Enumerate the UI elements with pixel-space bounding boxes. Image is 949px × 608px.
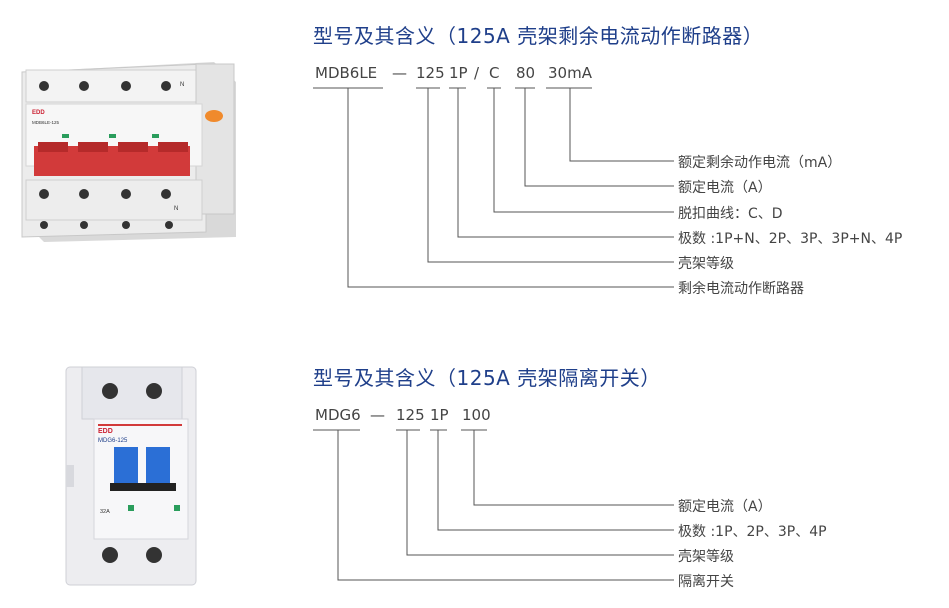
leader-model — [347, 88, 674, 288]
desc-poles: 极数 :1P+N、2P、3P、3P+N、4P — [678, 231, 903, 247]
svg-text:EDD: EDD — [98, 428, 113, 435]
svg-text:MDG6-125: MDG6-125 — [98, 438, 128, 444]
svg-text:N: N — [174, 206, 178, 212]
code-slash: / — [474, 64, 480, 82]
leader2-model — [337, 430, 674, 581]
leader2-poles — [437, 430, 674, 531]
svg-text:32A: 32A — [100, 509, 110, 515]
desc2-frame: 壳架等级 — [678, 549, 734, 565]
desc2-poles: 极数 :1P、2P、3P、4P — [678, 524, 827, 540]
svg-text:N: N — [180, 82, 184, 88]
code2-frame: 125 — [396, 406, 425, 424]
code-dash: — — [392, 64, 407, 82]
code-current: 80 — [516, 64, 536, 82]
code2-current: 100 — [462, 406, 491, 424]
code-frame: 125 — [416, 64, 445, 82]
desc-rated-current: 额定电流（A） — [678, 180, 772, 196]
leader2-current — [473, 430, 674, 506]
leader-curve — [493, 88, 674, 213]
leader-residual — [569, 88, 674, 162]
code2-dash: — — [370, 406, 385, 424]
code2-model: MDG6 — [315, 406, 361, 424]
isolating-switch-image: EDD MDG6-125 32A — [65, 366, 197, 586]
section2-title: 型号及其含义（125A 壳架隔离开关） — [313, 366, 661, 390]
desc2-type: 隔离开关 — [678, 574, 734, 590]
code-poles: 1P — [449, 64, 468, 82]
desc-residual-current: 额定剩余动作电流（mA） — [678, 155, 842, 171]
code-model: MDB6LE — [315, 64, 378, 82]
desc-trip-curve: 脱扣曲线：C、D — [678, 206, 783, 222]
code-residual: 30mA — [548, 64, 592, 82]
leader-poles — [457, 88, 674, 238]
desc-type: 剩余电流动作断路器 — [678, 281, 804, 297]
svg-text:EDD: EDD — [32, 110, 45, 116]
rcbo-breaker-image: EDD MDB6LE-125 N N — [21, 62, 236, 242]
code2-poles: 1P — [430, 406, 449, 424]
leader-current — [524, 88, 674, 187]
code-curve: C — [489, 64, 500, 82]
desc-frame: 壳架等级 — [678, 256, 734, 272]
leader-frame — [427, 88, 674, 263]
leader2-frame — [406, 430, 674, 556]
svg-text:MDB6LE-125: MDB6LE-125 — [32, 120, 60, 125]
desc2-rated-current: 额定电流（A） — [678, 499, 772, 515]
section1-title: 型号及其含义（125A 壳架剩余电流动作断路器） — [313, 24, 764, 48]
